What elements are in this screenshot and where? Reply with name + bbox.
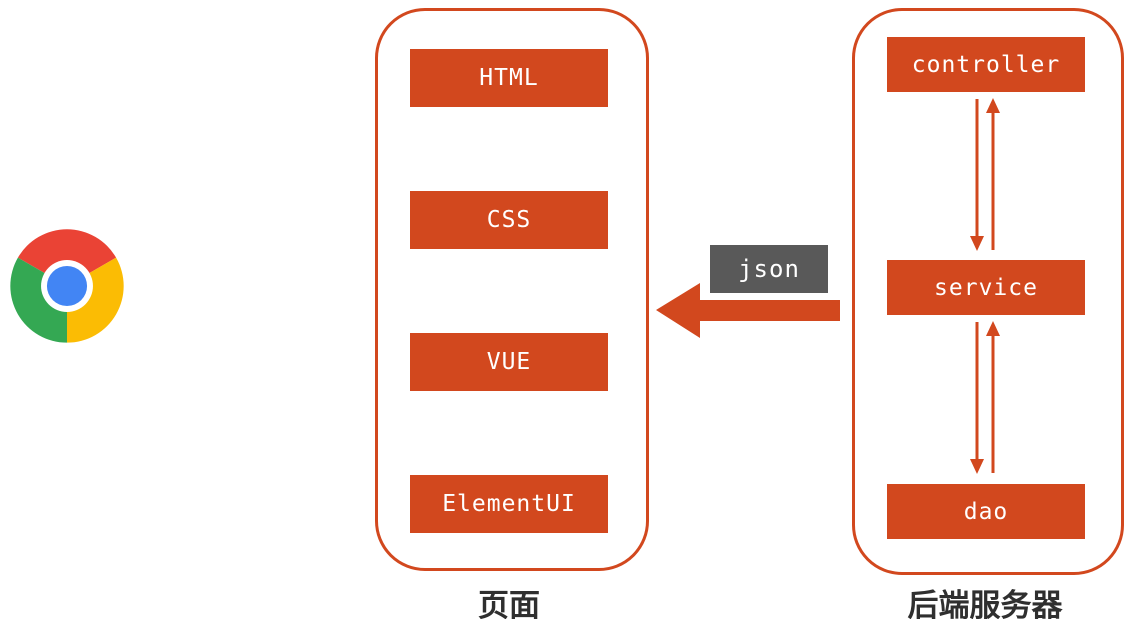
frontend-panel: HTML CSS VUE ElementUI xyxy=(375,8,649,571)
chrome-icon xyxy=(10,229,124,343)
backend-label: 后端服务器 xyxy=(907,588,1063,619)
backend-panel: controller service dao xyxy=(852,8,1124,575)
controller-service-arrows-icon xyxy=(970,98,1000,251)
json-badge: json xyxy=(710,245,828,293)
backend-box-service: service xyxy=(887,260,1085,315)
frontend-box-vue: VUE xyxy=(410,333,608,391)
frontend-box-elementui: ElementUI xyxy=(410,475,608,533)
service-dao-arrows-icon xyxy=(970,321,1000,474)
frontend-label: 页面 xyxy=(478,588,540,619)
left-arrow-icon xyxy=(656,283,840,338)
backend-box-dao: dao xyxy=(887,484,1085,539)
frontend-box-css: CSS xyxy=(410,191,608,249)
chrome-browser-icon xyxy=(8,227,126,345)
backend-box-controller: controller xyxy=(887,37,1085,92)
frontend-box-html: HTML xyxy=(410,49,608,107)
